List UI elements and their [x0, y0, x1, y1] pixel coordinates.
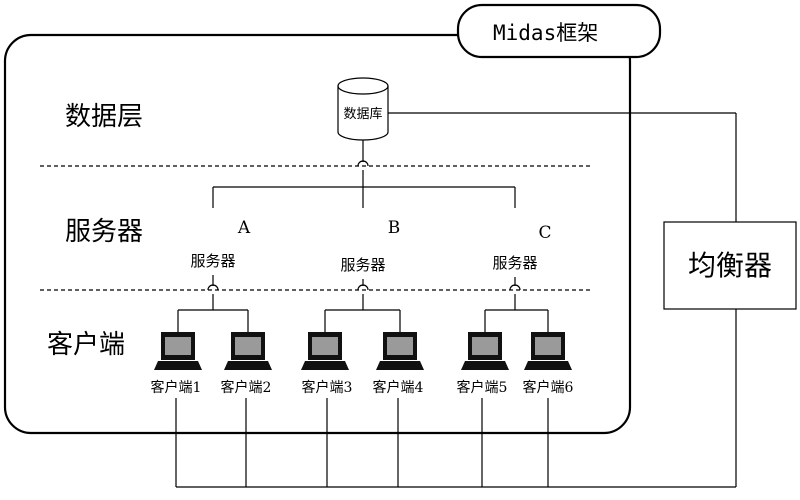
database-label: 数据库	[343, 106, 382, 122]
client-3-label: 客户端3	[302, 379, 353, 396]
database-icon	[337, 77, 389, 141]
client-6-computer-icon	[524, 332, 572, 370]
load-balancer-box	[663, 221, 797, 310]
client-1-computer-icon	[154, 332, 202, 370]
client-layer-label: 客户端	[47, 330, 125, 360]
server-c-label: 服务器	[492, 254, 537, 272]
client-6-label: 客户端6	[523, 379, 574, 396]
data-layer-label: 数据层	[65, 102, 143, 132]
client-2-label: 客户端2	[221, 379, 272, 396]
client-2-computer-icon	[224, 332, 272, 370]
balancer-connectors	[388, 112, 737, 487]
framework-title-tab	[456, 3, 662, 59]
framework-boundary	[3, 33, 632, 435]
server-b-label: 服务器	[340, 256, 385, 274]
load-balancer-label: 均衡器	[688, 249, 772, 282]
server-a-letter: A	[237, 218, 251, 238]
client-4-computer-icon	[376, 332, 424, 370]
client-3-computer-icon	[301, 332, 349, 370]
client-bus-connectors	[175, 398, 736, 488]
db-server-connector	[212, 140, 516, 208]
server-layer-label: 服务器	[65, 217, 143, 247]
client-5-computer-icon	[461, 332, 509, 370]
server-c-letter: C	[538, 223, 551, 243]
client-1-label: 客户端1	[151, 379, 202, 396]
framework-title: Midas框架	[493, 21, 598, 45]
server-b-letter: B	[388, 218, 401, 238]
server-client-connectors	[177, 275, 549, 332]
client-5-label: 客户端5	[457, 379, 508, 396]
server-a-label: 服务器	[190, 252, 235, 270]
client-4-label: 客户端4	[373, 379, 424, 396]
